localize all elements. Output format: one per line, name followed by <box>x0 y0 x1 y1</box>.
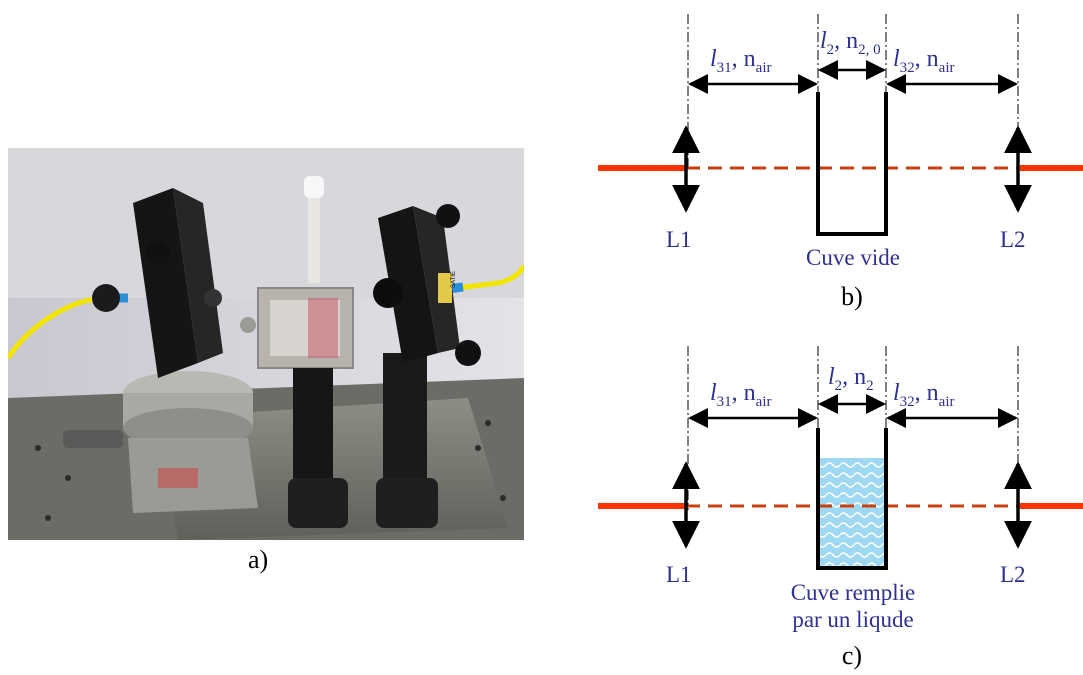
caption-b: b) <box>841 282 863 311</box>
label-lens-l1: L1 <box>666 227 692 252</box>
label-l32: l32, nair <box>893 380 955 410</box>
label-lens-l2: L2 <box>1000 227 1026 252</box>
label-l2: l2, n2 <box>828 364 874 394</box>
cuvette-filled <box>816 428 888 570</box>
label-l31: l31, nair <box>710 46 772 76</box>
panel-b: l31, nair l2, n2, 0 l32, nair L1 L2 Cuve… <box>598 14 1083 311</box>
optical-bench-photo: SATIE <box>8 148 524 540</box>
liquid-fill <box>820 458 884 566</box>
label-cuvette-filled-line2: par un liqude <box>792 607 913 632</box>
label-lens-l1: L1 <box>666 562 692 587</box>
label-cuvette-filled-line1: Cuve remplie <box>791 580 916 605</box>
panel-c: l31, nair l2, n2 l32, nair L1 L2 Cuve re… <box>598 346 1083 670</box>
label-l31: l31, nair <box>710 380 772 410</box>
label-l32: l32, nair <box>893 46 955 76</box>
caption-c: c) <box>842 641 862 670</box>
label-cuvette-empty: Cuve vide <box>806 245 900 270</box>
label-lens-l2: L2 <box>1000 562 1026 587</box>
cuvette-empty <box>816 92 888 236</box>
caption-a: a) <box>248 545 269 574</box>
photo-sticker-label: SATIE <box>451 271 457 288</box>
label-l2: l2, n2, 0 <box>820 28 881 58</box>
